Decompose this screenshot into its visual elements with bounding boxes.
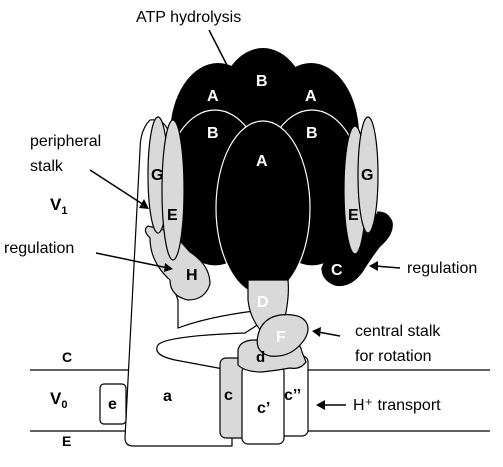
central-stalk-arrow	[317, 331, 341, 337]
central-stalk-arrowhead	[312, 327, 321, 337]
regulation-right-arrow	[374, 265, 401, 269]
subunit-d-label: d	[256, 349, 265, 366]
subunit-g-right-shape	[357, 116, 379, 234]
subunit-a-center-label: A	[256, 153, 268, 170]
v1-label: V1	[50, 195, 67, 217]
peripheral-stalk-label-1: peripheral	[30, 133, 101, 150]
regulation-left-label: regulation	[4, 240, 74, 257]
v0-label: V0	[50, 389, 67, 411]
subunit-f-label: F	[276, 329, 286, 346]
regulation-left-arrowhead	[164, 263, 173, 272]
atp-arrowhead	[226, 70, 236, 80]
subunit-c-double-prime-label: c’’	[284, 387, 301, 404]
regulation-right-arrowhead	[369, 261, 378, 271]
peripheral-stalk-label-2: stalk	[30, 158, 64, 175]
subunit-e-label: e	[108, 396, 117, 413]
subunit-e-shape	[99, 383, 127, 425]
subunit-c-prime-label: c’	[257, 400, 270, 417]
subunit-e-right-label: E	[348, 207, 359, 224]
subunit-d-stalk-label: D	[257, 294, 269, 311]
regulation-left-arrow	[95, 252, 169, 269]
transport-arrowhead	[316, 400, 325, 410]
atp-arrow	[208, 29, 233, 76]
central-stalk-label-1: central stalk	[355, 323, 441, 340]
subunit-a-top-right-label: A	[305, 88, 317, 105]
central-stalk-label-2: for rotation	[355, 348, 431, 365]
subunit-a-label: a	[163, 388, 172, 405]
subunit-e-left-label: E	[167, 207, 178, 224]
subunit-e-left-shape	[161, 119, 185, 261]
peripheral-arrow	[89, 169, 145, 206]
subunit-b-right-label: B	[306, 125, 318, 142]
subunit-a-top-left-label: A	[207, 88, 219, 105]
subunit-b-top-label: B	[256, 73, 268, 90]
subunit-g-right-label: G	[361, 167, 373, 184]
atp-hydrolysis-label: ATP hydrolysis	[136, 9, 241, 26]
subunit-c-label: c	[224, 387, 233, 404]
h-transport-label: H⁺ transport	[353, 397, 441, 414]
subunit-h-label: H	[186, 267, 198, 284]
subunit-h-shape	[144, 225, 211, 301]
membrane-e-side-label: E	[62, 433, 71, 449]
peripheral-arrowhead	[139, 199, 149, 209]
subunit-a-center-shape	[215, 120, 311, 296]
subunit-b-left-label: B	[207, 125, 219, 142]
membrane-c-side-label: C	[62, 349, 72, 365]
subunit-c-regulatory-label: C	[331, 262, 343, 279]
subunit-f-shape	[256, 314, 309, 357]
subunit-g-left-label: G	[151, 167, 163, 184]
regulation-right-label: regulation	[407, 260, 477, 277]
